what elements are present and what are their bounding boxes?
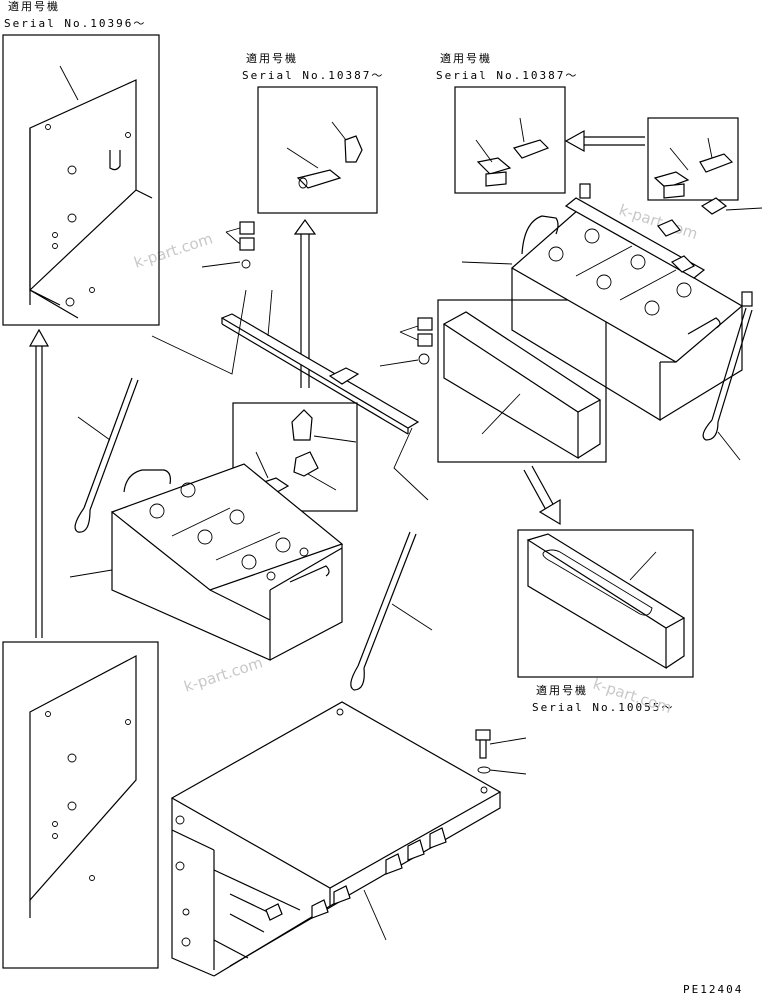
arrow-left-right	[564, 129, 645, 153]
battery-center	[69, 463, 344, 661]
battery-tray-assembly	[2, 641, 502, 977]
nuts-center	[379, 317, 433, 367]
j-bolt-left	[74, 259, 251, 533]
right-serial-label: Serial No.10387～	[436, 69, 578, 82]
battery-pad-detail	[517, 529, 694, 678]
clamp-inset-center	[257, 86, 378, 214]
watermark: k-part.com	[132, 229, 215, 271]
drawing-number: PE12404	[683, 983, 743, 995]
center-applicable-label: 適用号機	[246, 51, 298, 65]
center-serial-label: Serial No.10387～	[242, 69, 384, 82]
arrow-up-left	[28, 328, 50, 638]
bracket-inset-top	[2, 34, 160, 326]
battery-right	[461, 183, 753, 422]
arrow-down-pad	[523, 465, 561, 526]
pad-applicable-label: 適用号機	[536, 683, 588, 697]
j-bolt-right	[657, 197, 763, 461]
battery-pad-inset	[437, 299, 607, 463]
j-bolt-center	[350, 427, 433, 691]
topleft-applicable-label: 適用号機	[8, 0, 60, 13]
pad-serial-label: Serial No.10055～	[532, 701, 674, 714]
bolt-washer	[475, 729, 527, 775]
clamp-inset-small	[647, 117, 739, 201]
topleft-serial-label: Serial No.10396～	[4, 17, 146, 30]
right-applicable-label: 適用号機	[440, 51, 492, 65]
clamp-inset-right	[454, 86, 566, 194]
nuts-left	[225, 221, 255, 251]
battery-holding-bar	[220, 289, 420, 435]
clamp-inset-mid	[232, 402, 358, 512]
watermark: k-part.com	[182, 653, 265, 695]
